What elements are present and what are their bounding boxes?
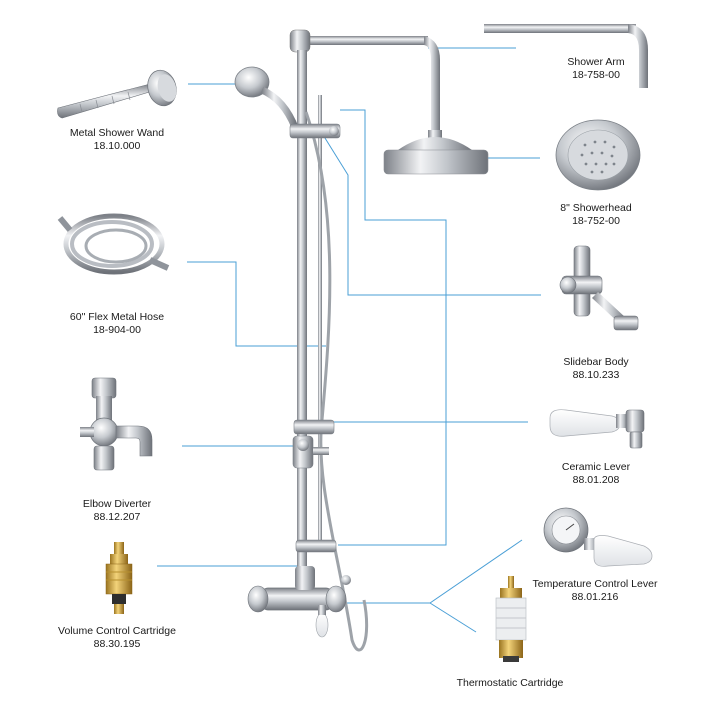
volume-control-cartridge-image — [105, 542, 133, 614]
slide-rail — [318, 95, 322, 550]
flex-metal-hose-image — [57, 213, 170, 275]
middle-diverter-cap — [297, 439, 309, 451]
label-flex-metal-hose: 60" Flex Metal Hose 18-904-00 — [52, 311, 182, 337]
leader-thermostatic — [429, 602, 477, 633]
label-slidebar-body: Slidebar Body 88.10.233 — [546, 356, 646, 382]
showerhead-body — [383, 149, 489, 175]
label-name: Volume Control Cartridge — [58, 625, 176, 637]
hose-line — [304, 111, 369, 652]
top-connector — [289, 29, 311, 53]
label-code: 88.01.208 — [572, 474, 620, 486]
thermostatic-cartridge-image — [495, 576, 527, 662]
label-name: Metal Shower Wand — [69, 127, 165, 139]
valve-temp-knob — [341, 575, 351, 585]
leader-temp-lever — [330, 539, 523, 604]
label-shower-arm: Shower Arm 18-758-00 — [546, 56, 646, 82]
elbow-diverter-image — [80, 377, 153, 471]
middle-diverter-outlet — [313, 447, 329, 455]
label-code: 18-904-00 — [93, 324, 141, 336]
top-arm-pipe — [300, 36, 428, 45]
valve-left-flange — [247, 585, 269, 613]
label-name: Slidebar Body — [563, 356, 629, 368]
riser-pipe — [297, 50, 307, 598]
label-showerhead: 8" Showerhead 18-752-00 — [546, 202, 646, 228]
metal-shower-wand-image — [57, 69, 177, 119]
shower-assembly — [234, 29, 489, 652]
slider-bracket-middle — [293, 419, 335, 435]
valve-top-stem — [295, 566, 315, 590]
label-code: 18-752-00 — [572, 215, 620, 227]
label-thermostatic-cartridge: Thermostatic Cartridge — [440, 677, 580, 690]
label-name: Temperature Control Lever — [532, 578, 658, 590]
leader-lines — [157, 47, 541, 633]
label-code: 88.30.195 — [93, 638, 141, 650]
assembly-handshower-head — [234, 66, 270, 98]
showerhead-image — [555, 119, 641, 191]
label-ceramic-lever: Ceramic Lever 88.01.208 — [546, 461, 646, 487]
ceramic-lever-image — [549, 409, 645, 449]
temperature-lever-image — [543, 507, 653, 567]
shower-arm-image — [484, 24, 648, 88]
leader-slidebar-upper — [338, 109, 447, 546]
label-elbow-diverter: Elbow Diverter 88.12.207 — [52, 498, 182, 524]
label-name: Ceramic Lever — [561, 461, 631, 473]
slider-knob-upper — [329, 126, 339, 136]
showerhead-neck — [428, 130, 442, 140]
label-name: Elbow Diverter — [82, 498, 152, 510]
assembly-handshower-handle — [260, 86, 300, 132]
valve-lever-porcelain — [315, 612, 329, 638]
top-arm-bend — [424, 36, 440, 135]
leader-hose — [187, 261, 326, 347]
label-name: Shower Arm — [567, 56, 625, 68]
label-volume-control-cartridge: Volume Control Cartridge 88.30.195 — [42, 625, 192, 651]
label-temperature-control-lever: Temperature Control Lever 88.01.216 — [520, 578, 670, 604]
label-code: 88.01.216 — [571, 591, 619, 603]
label-name: 60" Flex Metal Hose — [69, 311, 165, 323]
label-metal-shower-wand: Metal Shower Wand 18.10.000 — [52, 127, 182, 153]
label-name: 8" Showerhead — [560, 202, 632, 214]
label-code: 18-758-00 — [572, 69, 620, 81]
slidebar-body-image — [559, 245, 639, 331]
showerhead-dome — [398, 137, 472, 150]
label-code: 88.12.207 — [93, 511, 141, 523]
slider-bracket-upper — [289, 123, 341, 139]
leader-slidebar-body — [319, 129, 541, 296]
label-code: 88.10.233 — [572, 369, 620, 381]
valve-lever-stem — [318, 605, 326, 615]
label-name: Thermostatic Cartridge — [456, 677, 564, 689]
valve-right-flange — [325, 585, 347, 613]
label-code: 18.10.000 — [93, 140, 141, 152]
slider-bracket-lower — [295, 539, 337, 553]
